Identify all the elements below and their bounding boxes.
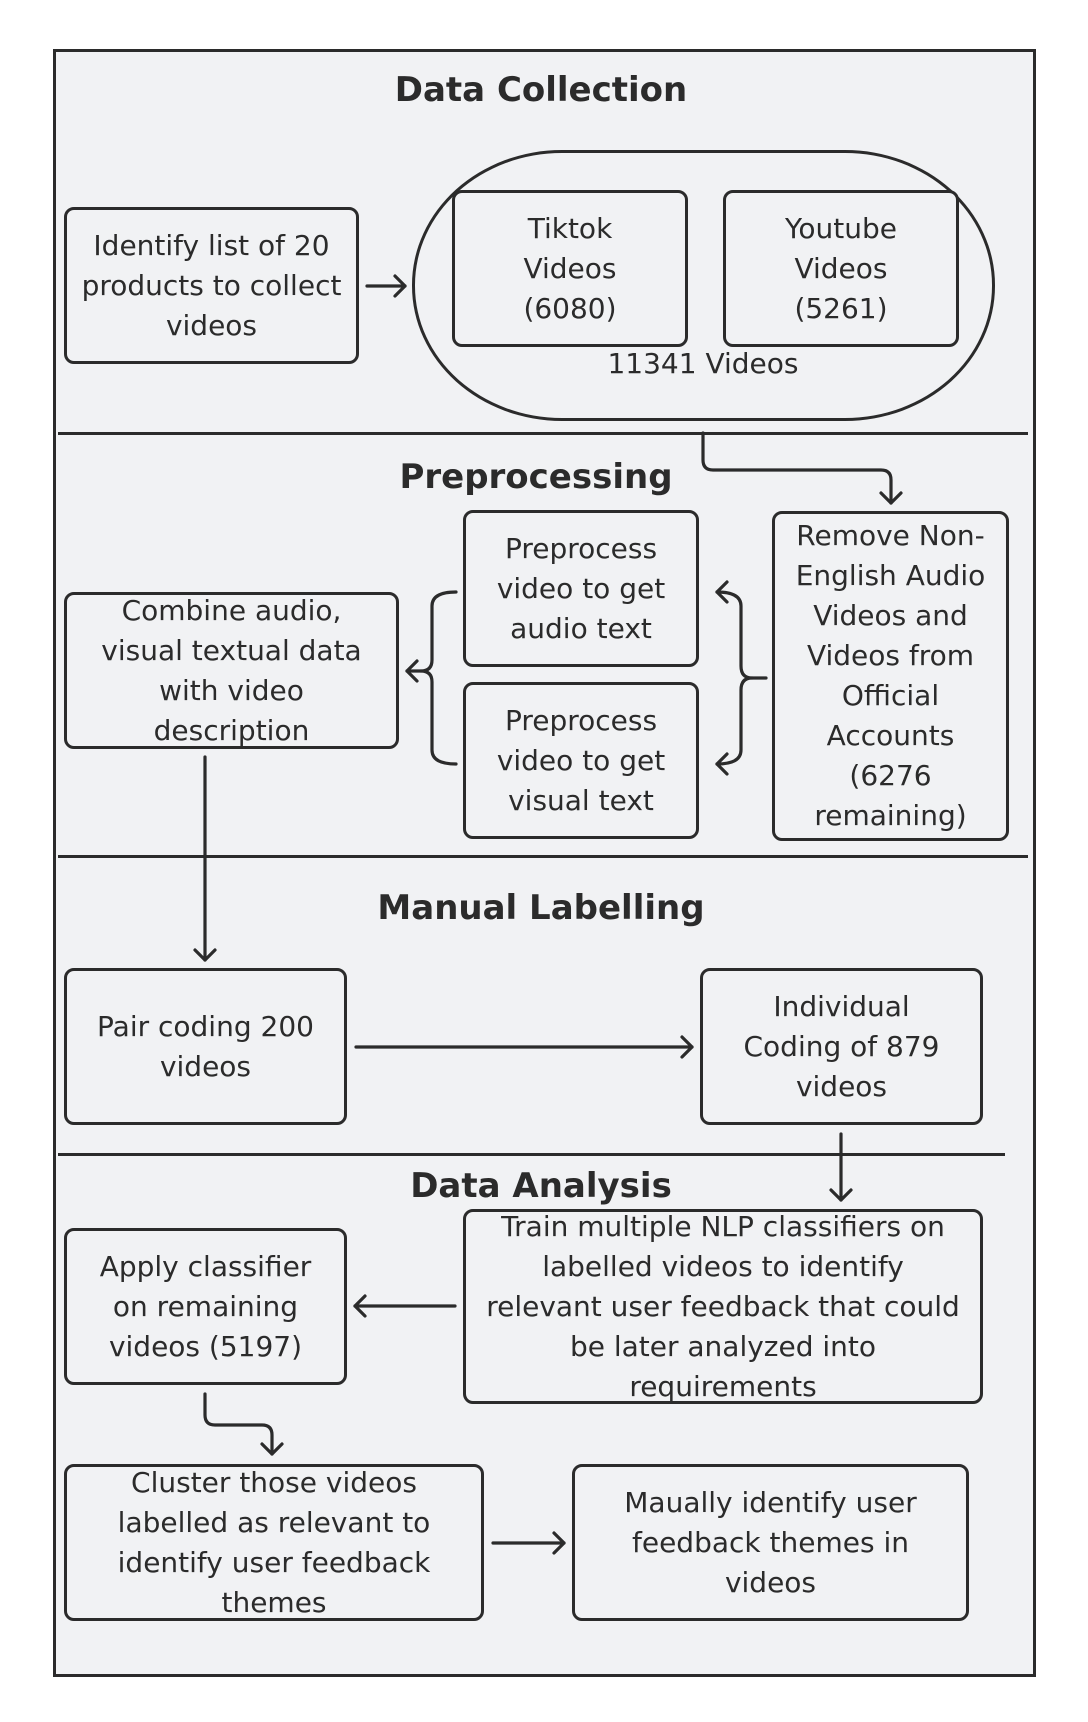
individual-coding-text: Individual Coding of 879 videos bbox=[743, 989, 940, 1103]
cluster-videos-box: Cluster those videos labelled as relevan… bbox=[64, 1464, 484, 1621]
combine-data-box: Combine audio, visual textual data with … bbox=[64, 592, 399, 749]
section-title-data-collection: Data Collection bbox=[394, 70, 688, 110]
total-videos-label: 11341 Videos bbox=[607, 347, 799, 380]
pair-coding-box: Pair coding 200 videos bbox=[64, 968, 347, 1125]
section-title-manual-labelling: Manual Labelling bbox=[377, 888, 705, 928]
divider-preprocessing-labelling bbox=[58, 855, 1028, 858]
tiktok-videos-text: Tiktok Videos (6080) bbox=[523, 211, 617, 325]
youtube-videos-box: Youtube Videos (5261) bbox=[723, 190, 959, 347]
visual-text-box: Preprocess video to get visual text bbox=[463, 682, 699, 839]
individual-coding-box: Individual Coding of 879 videos bbox=[700, 968, 983, 1125]
identify-products-box: Identify list of 20 products to collect … bbox=[64, 207, 359, 364]
cluster-videos-text: Cluster those videos labelled as relevan… bbox=[117, 1465, 431, 1619]
manual-themes-text: Maually identify user feedback themes in… bbox=[624, 1485, 917, 1599]
video-sources-group bbox=[412, 150, 995, 421]
remove-non-english-box: Remove Non-English Audio Videos and Vide… bbox=[772, 511, 1009, 841]
audio-text-box: Preprocess video to get audio text bbox=[463, 510, 699, 667]
train-classifiers-text: Train multiple NLP classifiers on labell… bbox=[486, 1209, 960, 1403]
section-title-data-analysis: Data Analysis bbox=[410, 1166, 672, 1206]
remove-non-english-text: Remove Non-English Audio Videos and Vide… bbox=[795, 519, 986, 832]
youtube-videos-text: Youtube Videos (5261) bbox=[785, 211, 897, 325]
visual-text-text: Preprocess video to get visual text bbox=[496, 703, 666, 817]
combine-data-text: Combine audio, visual textual data with … bbox=[101, 593, 362, 747]
divider-labelling-analysis bbox=[58, 1153, 1005, 1156]
identify-products-text: Identify list of 20 products to collect … bbox=[81, 228, 342, 342]
train-classifiers-box: Train multiple NLP classifiers on labell… bbox=[463, 1209, 983, 1404]
manual-themes-box: Maually identify user feedback themes in… bbox=[572, 1464, 969, 1621]
apply-classifier-text: Apply classifier on remaining videos (51… bbox=[99, 1249, 312, 1363]
divider-collection-preprocessing bbox=[58, 432, 1028, 435]
apply-classifier-box: Apply classifier on remaining videos (51… bbox=[64, 1228, 347, 1385]
audio-text-text: Preprocess video to get audio text bbox=[496, 531, 666, 645]
tiktok-videos-box: Tiktok Videos (6080) bbox=[452, 190, 688, 347]
section-title-preprocessing: Preprocessing bbox=[399, 457, 673, 497]
pair-coding-text: Pair coding 200 videos bbox=[97, 1009, 314, 1083]
